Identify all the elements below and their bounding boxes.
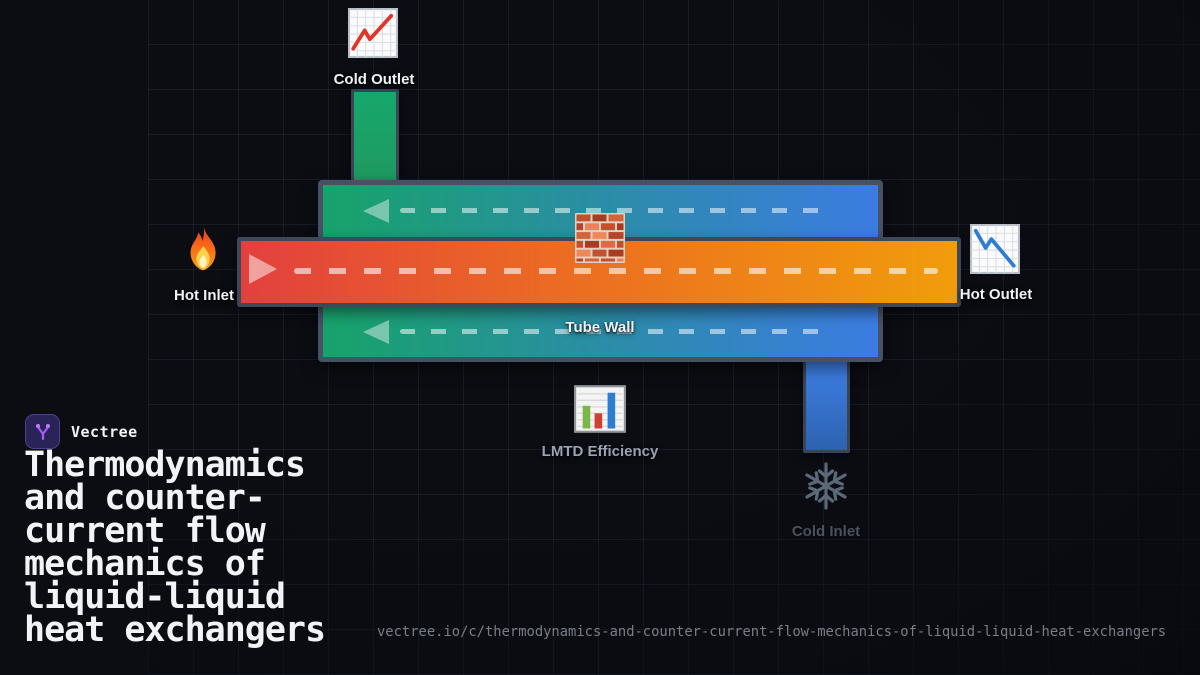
- cold-outlet-pipe: [351, 89, 399, 185]
- brand-name: Vectree: [71, 423, 138, 441]
- hot-flow-arrowhead: [249, 254, 277, 284]
- vectree-logo: [25, 414, 60, 449]
- fire-icon: [184, 223, 222, 284]
- cold-flow-arrowhead-lower: [363, 320, 389, 344]
- page-title-line: heat exchangers: [24, 610, 326, 650]
- page-title-line: current flow: [24, 511, 266, 551]
- cold-flow-dashes-upper: [400, 208, 832, 213]
- page-title-line: Thermodynamics: [24, 445, 306, 485]
- page-title-line: mechanics of: [24, 544, 266, 584]
- vectree-logo-icon: [35, 423, 50, 440]
- page-title: Thermodynamics and counter- current flow…: [24, 445, 384, 650]
- page-title-line: liquid-liquid: [24, 577, 286, 617]
- hot-flow-dashes: [294, 268, 938, 274]
- cold-flow-arrowhead-upper: [363, 199, 389, 223]
- cold-inlet-label: Cold Inlet: [791, 523, 861, 540]
- bar-chart-icon: [574, 385, 626, 438]
- hot-outlet-label: Hot Outlet: [959, 286, 1033, 303]
- footer-url: vectree.io/c/thermodynamics-and-counter-…: [377, 624, 1167, 640]
- chart-increasing-icon: [348, 7, 398, 63]
- cold-flow-dashes-lower: [400, 329, 832, 334]
- cold-outlet-label: Cold Outlet: [333, 71, 415, 88]
- cold-inlet-pipe: [803, 357, 850, 453]
- tube-wall-label: Tube Wall: [565, 319, 635, 336]
- brick-icon: [575, 213, 625, 268]
- lmtd-efficiency-label: LMTD Efficiency: [541, 443, 659, 460]
- chart-decreasing-icon: [970, 224, 1020, 279]
- page-title-line: and counter-: [24, 478, 266, 518]
- snowflake-icon: [800, 460, 852, 517]
- hot-inlet-label: Hot Inlet: [174, 287, 234, 304]
